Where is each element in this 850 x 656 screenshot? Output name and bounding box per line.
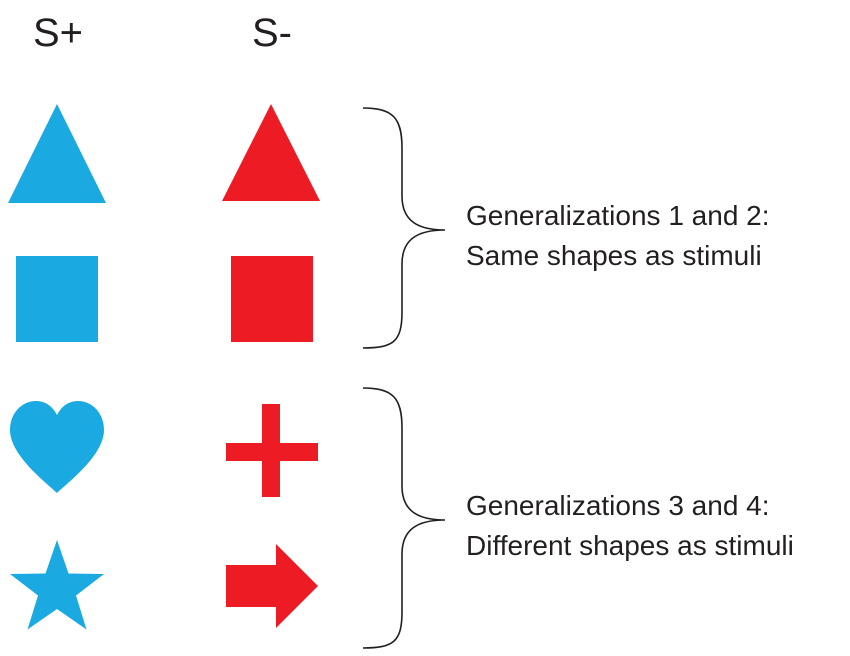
arrow-right-icon xyxy=(226,544,318,628)
triangle-icon xyxy=(222,104,320,201)
star-icon xyxy=(10,540,104,630)
column-header-s-minus: S- xyxy=(252,11,292,55)
square-icon xyxy=(16,256,98,342)
group-2-label-line2: Different shapes as stimuli xyxy=(466,530,794,561)
group-1-label-line2: Same shapes as stimuli xyxy=(466,240,762,271)
cross-icon xyxy=(226,404,318,497)
column-header-s-plus: S+ xyxy=(33,11,83,55)
group-1-label-line1: Generalizations 1 and 2: xyxy=(466,200,770,231)
triangle-icon xyxy=(8,104,106,203)
brace-bottom xyxy=(362,387,446,649)
brace-top xyxy=(362,107,446,349)
heart-icon xyxy=(10,401,104,493)
group-2-label-line1: Generalizations 3 and 4: xyxy=(466,490,770,521)
square-icon xyxy=(231,256,313,342)
